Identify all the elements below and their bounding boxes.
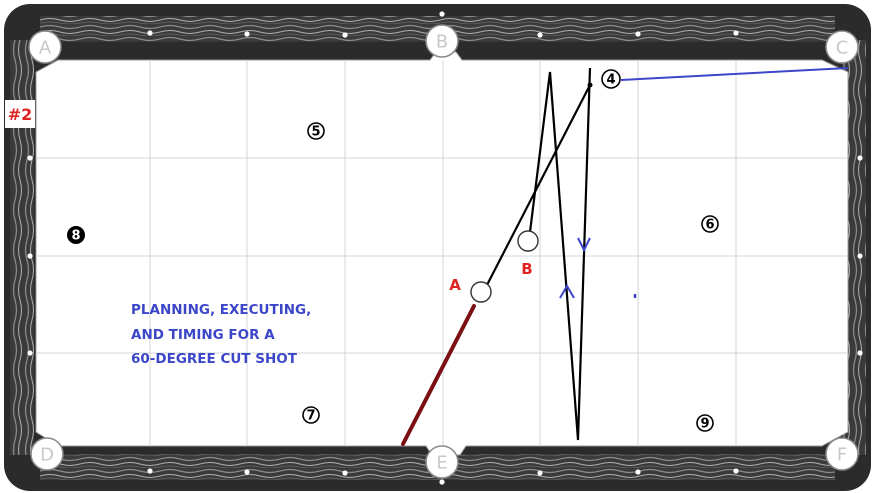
aim-line-to-pocket-c bbox=[620, 67, 849, 81]
pockets: A B C D E F bbox=[28, 24, 859, 479]
ball-7: 7 bbox=[302, 406, 320, 424]
pocket-d-label: D bbox=[40, 445, 54, 466]
pocket-f-label: F bbox=[837, 445, 847, 466]
cue-ball-a bbox=[470, 281, 492, 303]
diamond bbox=[635, 469, 641, 475]
diamond bbox=[147, 468, 153, 474]
diamond bbox=[537, 32, 543, 38]
pocket-e: E bbox=[425, 445, 459, 479]
pocket-f: F bbox=[825, 437, 859, 471]
diamond bbox=[342, 32, 348, 38]
contact-point bbox=[587, 82, 593, 88]
path-a-to-4 bbox=[486, 84, 591, 286]
caption-line-3: 60-DEGREE CUT SHOT bbox=[131, 351, 298, 367]
ball-8-number: 8 bbox=[71, 229, 80, 244]
diamond bbox=[342, 470, 348, 476]
ball-4: 4 bbox=[601, 69, 621, 89]
diamond bbox=[733, 30, 739, 36]
diamond bbox=[244, 31, 250, 37]
pocket-b: B bbox=[425, 24, 459, 58]
diamond bbox=[27, 155, 33, 161]
arrow-up-icon bbox=[559, 284, 575, 299]
direction-arrows bbox=[559, 237, 637, 299]
diagram-caption: PLANNING, EXECUTING, AND TIMING FOR A 60… bbox=[131, 302, 311, 367]
pocket-c: C bbox=[825, 30, 859, 64]
diamond bbox=[27, 253, 33, 259]
table-grid bbox=[36, 60, 848, 446]
arrow-down-icon bbox=[577, 237, 591, 253]
pocket-d: D bbox=[30, 437, 64, 471]
ball-9: 9 bbox=[696, 414, 714, 432]
cue-stick bbox=[401, 304, 476, 446]
pocket-e-label: E bbox=[436, 453, 447, 474]
pocket-c-label: C bbox=[836, 38, 849, 59]
diamond bbox=[635, 31, 641, 37]
ball-8: 8 bbox=[67, 226, 85, 244]
cue-position-a-label: A bbox=[449, 276, 461, 294]
diamond bbox=[857, 253, 863, 259]
ball-9-number: 9 bbox=[700, 417, 709, 432]
diamond bbox=[244, 469, 250, 475]
ball-4-number: 4 bbox=[606, 73, 615, 88]
table-cloth bbox=[35, 51, 849, 456]
diamond bbox=[27, 350, 33, 356]
diamond bbox=[857, 350, 863, 356]
ball-6: 6 bbox=[701, 215, 719, 233]
diamond bbox=[733, 468, 739, 474]
pocket-a-label: A bbox=[39, 38, 52, 59]
caption-line-2: AND TIMING FOR A bbox=[131, 327, 275, 343]
cue-ball-positions: A B bbox=[449, 82, 593, 303]
ball-5-number: 5 bbox=[311, 125, 320, 140]
diamond bbox=[537, 470, 543, 476]
ball-5: 5 bbox=[307, 122, 325, 140]
pocket-a: A bbox=[28, 30, 62, 64]
rail-diamonds bbox=[27, 11, 863, 485]
caption-line-1: PLANNING, EXECUTING, bbox=[131, 302, 311, 318]
diamond bbox=[147, 30, 153, 36]
path-b-zigzag bbox=[528, 67, 592, 441]
diamond bbox=[439, 11, 445, 17]
object-balls: 5 6 7 9 8 4 bbox=[67, 69, 719, 432]
ball-7-number: 7 bbox=[306, 409, 315, 424]
pocket-b-label: B bbox=[436, 32, 448, 53]
diamond bbox=[857, 155, 863, 161]
cue-paths bbox=[486, 67, 592, 441]
cue-ball-b bbox=[517, 230, 539, 252]
diamond bbox=[439, 479, 445, 485]
ball-6-number: 6 bbox=[705, 218, 714, 233]
diagram-number-tag: #2 bbox=[5, 100, 35, 128]
cue-position-b-label: B bbox=[521, 260, 532, 278]
